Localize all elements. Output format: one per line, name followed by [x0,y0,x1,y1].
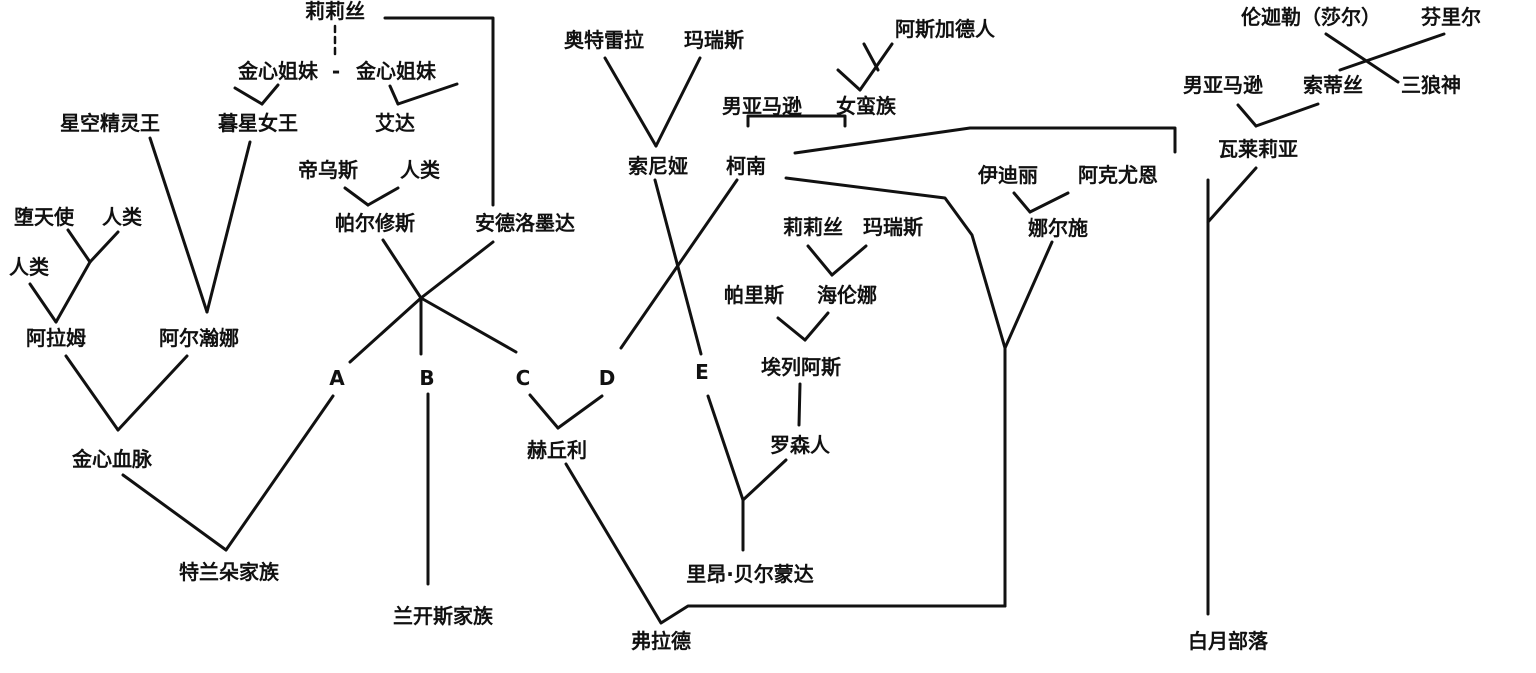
node-idili: 伊迪丽 [978,163,1038,187]
node-letter-a: A [329,366,345,390]
edge-starelf-arhanna [148,136,209,314]
node-hequli: 赫丘利 [527,438,587,462]
edge-otrera-sonia [603,56,658,148]
edge-marius-helen [830,244,868,277]
edge-hequli-flade [564,462,1007,625]
edge-perseus-join [381,238,423,300]
node-sotisi: 索蒂丝 [1303,73,1363,97]
node-sonia: 索尼娅 [628,154,688,178]
edge-join-a [348,296,423,364]
node-otrera: 奥特雷拉 [564,28,644,52]
node-golden-sister-left: 金心姐妹 [238,59,318,83]
node-narshi: 娜尔施 [1028,216,1088,240]
node-flade: 弗拉德 [631,629,691,653]
edge-human-perseus [366,186,400,207]
node-dimus: 帝乌斯 [298,158,358,182]
edge-lunjiale-cross [1324,32,1400,84]
edge-join-alam [54,260,92,324]
edge-asgard-b [858,42,894,92]
node-asgardian: 阿斯加德人 [895,17,995,41]
node-lilith: 莉莉丝 [305,0,365,23]
edge-sister-dusk-b [260,83,280,106]
node-akuen: 阿克尤恩 [1078,163,1158,187]
node-lancaster-family: 兰开斯家族 [393,604,493,628]
node-trando-family: 特兰朵家族 [179,560,279,584]
node-fallen-angel: 堕天使 [14,205,74,229]
edge-helen-aelius [803,311,830,342]
edge-arhanna-bloodline [116,354,189,432]
edge-a-trando [224,394,335,552]
node-golden-bloodline: 金心血脉 [72,447,152,471]
edge-conan-narshi [784,176,1007,350]
node-arhanna: 阿尔瀚娜 [159,326,239,350]
edge-amazon-valeria-a [1236,103,1258,128]
edge-d-hequli [556,394,604,430]
edge-rosen-leon [741,458,788,502]
node-helen: 海伦娜 [817,283,877,307]
node-male-amazon-b: 男亚马逊 [1183,73,1263,97]
edge-dimus-perseus [343,186,370,207]
edge-sister-dusk-a [233,86,264,106]
edge-narshi-down [1003,240,1054,350]
node-leon-belmonda: 里昂·贝尔蒙达 [686,562,814,586]
edge-conan-valeria [793,126,1177,155]
node-golden-sister-separator: - [331,59,341,83]
node-human-a: 人类 [102,205,142,229]
node-marius-b: 玛瑞斯 [863,215,923,239]
node-aida: 艾达 [375,111,415,135]
node-lunjiale: 伦迦勒（莎尔） [1241,5,1381,29]
node-female-barbarian: 女蛮族 [836,94,896,118]
node-letter-b: B [419,366,435,390]
node-star-elf-king: 星空精灵王 [60,111,160,135]
edge-fallen-join [66,228,92,264]
edge-dusk-arhanna [205,140,252,314]
edge-join-c [419,296,518,354]
node-white-moon-tribe: 白月部落 [1188,629,1268,653]
edge-akuen-narshi [1028,191,1070,214]
node-letter-e: E [695,360,709,384]
edge-e-leon [706,394,745,502]
edge-sister-aida-b [396,82,459,106]
node-paris: 帕里斯 [724,283,784,307]
node-valeria: 瓦莱莉亚 [1218,137,1298,161]
edge-fenli-cross [1338,32,1446,72]
edge-lilith-helen [806,244,834,277]
edge-aelius-rosen [797,382,802,427]
node-human-c: 人类 [400,158,440,182]
node-andromeda: 安德洛墨达 [475,211,575,235]
edge-asgard-c [836,68,862,92]
node-lilith-b: 莉莉丝 [783,215,843,239]
edge-amazon-conan [746,114,847,128]
node-perseus: 帕尔修斯 [335,211,415,235]
node-three-wolf-god: 三狼神 [1401,73,1461,97]
node-conan: 柯南 [726,154,766,178]
node-male-amazon-a: 男亚马逊 [722,94,802,118]
edge-c-hequli [528,393,560,430]
node-rosen: 罗森人 [770,433,830,457]
edge-sister-aida-a [388,84,400,106]
edge-andromeda-join [419,240,495,300]
edge-paris-aelius [776,316,807,342]
node-golden-sister-right: 金心姐妹 [356,59,436,83]
node-letter-c: C [515,366,531,390]
node-dusk-queen: 暮星女王 [218,111,298,135]
edge-human-join [88,230,120,264]
node-aelius: 埃列阿斯 [761,355,841,379]
node-fenli: 芬里尔 [1421,5,1481,29]
edge-idili-narshi [1012,191,1032,214]
node-alam: 阿拉姆 [26,326,86,350]
edge-marius-sonia [654,56,702,148]
node-letter-d: D [598,366,616,390]
edge-human-alam [28,282,58,324]
edge-alam-bloodline [64,354,120,432]
node-human-b: 人类 [9,255,49,279]
edge-lilith-andromeda [383,16,495,207]
edge-conan-d [619,178,739,350]
edge-sotisi-valeria [1254,102,1320,128]
node-marius-a: 玛瑞斯 [684,28,744,52]
edge-valeria-join [1206,166,1258,224]
edge-bloodline-trando [121,473,228,552]
